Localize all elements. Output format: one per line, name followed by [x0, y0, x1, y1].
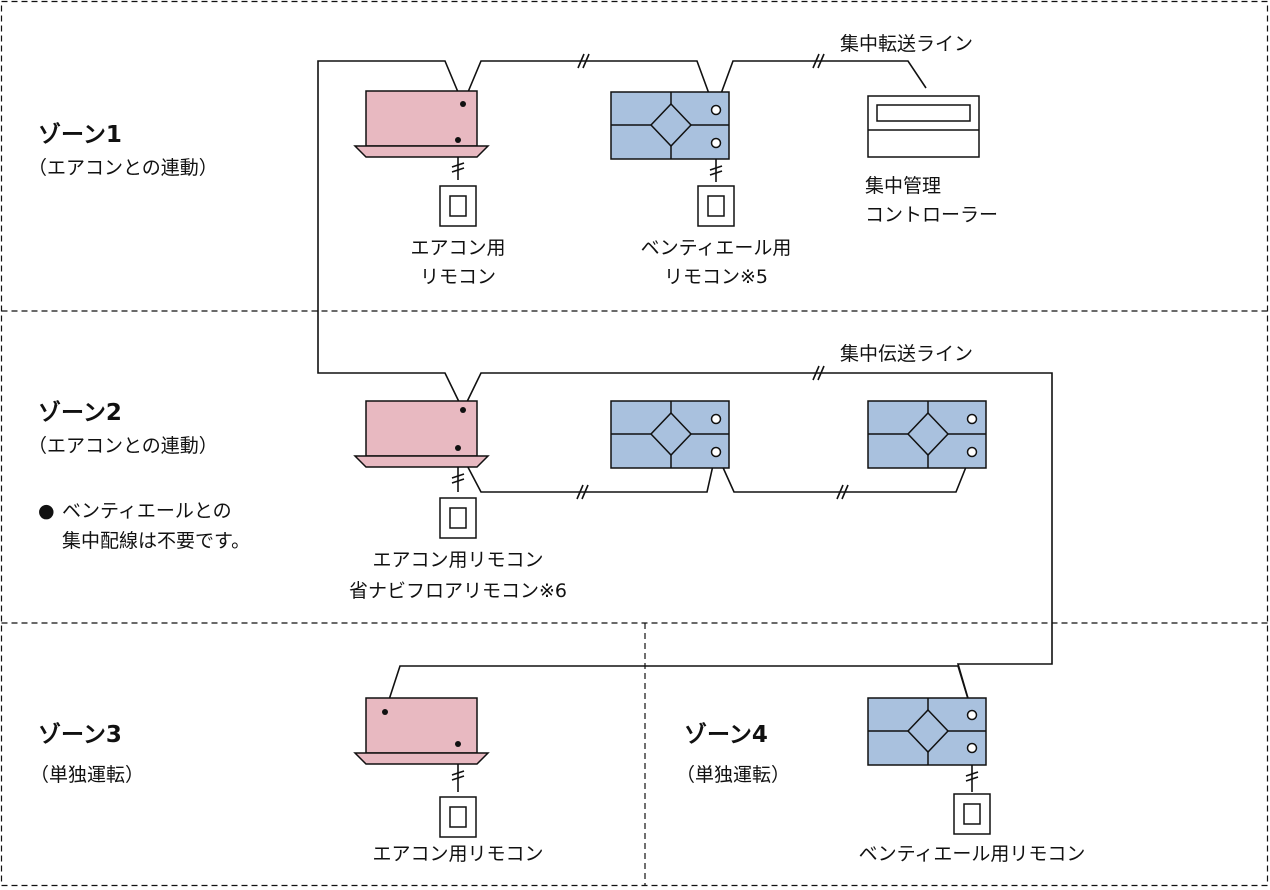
- aircon-unit-icon: [353, 697, 490, 765]
- z1-vent-remote-label-2: リモコン※5: [664, 266, 768, 288]
- zone-1-subtitle: （エアコンとの連動）: [28, 157, 218, 179]
- z1-aircon-terminal-a: [460, 101, 466, 107]
- zone-2-note-line-2: 集中配線は不要です。: [62, 530, 250, 552]
- remote-controller-icon: [439, 497, 477, 539]
- z1-vent-remote-label-1: ベンティエール用: [641, 237, 792, 259]
- ventilation-unit-icon: [610, 400, 730, 469]
- transfer-line-label: 集中転送ライン: [840, 33, 973, 55]
- zone-2-note-line-1: ベンティエールとの: [62, 500, 232, 522]
- remote-controller-icon: [953, 793, 991, 835]
- z3-remote-label: エアコン用リモコン: [372, 843, 543, 865]
- central-controller-label-1: 集中管理: [865, 175, 941, 197]
- z2-remote-label-1: エアコン用リモコン: [372, 549, 543, 571]
- z1-aircon-base: [353, 145, 490, 158]
- z2-remote-label-2: 省ナビフロアリモコン※6: [349, 580, 567, 602]
- remote-controller-icon: [697, 185, 735, 227]
- z1-aircon-terminal-b: [455, 137, 461, 143]
- z4-remote-label: ベンティエール用リモコン: [859, 843, 1086, 865]
- zone-3-title: ゾーン3: [38, 721, 122, 748]
- wire-z3-z4: [384, 665, 973, 713]
- z1-aircon-body: [365, 90, 478, 147]
- wire-break-icon: [451, 53, 979, 782]
- zone-1-title: ゾーン1: [38, 121, 122, 148]
- transmission-line-label: 集中伝送ライン: [840, 343, 973, 365]
- wire-z1-aircon-vent: [462, 60, 716, 111]
- central-controller-icon: [867, 95, 980, 158]
- wire-z1-z2-aircon: [317, 60, 464, 411]
- zone-4-subtitle: （単独運転）: [676, 764, 790, 786]
- aircon-unit-icon: [353, 400, 490, 468]
- ventilation-unit-icon: [867, 400, 987, 469]
- z1-aircon-remote-label-1: エアコン用: [410, 237, 505, 259]
- central-controller-label-2: コントローラー: [865, 204, 998, 226]
- zone-2-note-bullet: ●: [38, 500, 55, 522]
- zone-3-subtitle: （単独運転）: [30, 764, 144, 786]
- ventilation-unit-icon: [867, 697, 987, 766]
- zone-4-title: ゾーン4: [684, 721, 768, 748]
- z1-aircon-remote-label-2: リモコン: [420, 266, 496, 288]
- wire-z2-aircon-vent1: [459, 451, 717, 493]
- aircon-unit-icon: [353, 90, 490, 158]
- zone-2-subtitle: （エアコンとの連動）: [28, 435, 218, 457]
- ventilation-unit-icon: [610, 91, 730, 160]
- remote-controller-icon: [439, 796, 477, 838]
- remote-controller-icon: [439, 185, 477, 227]
- zone-2-title: ゾーン2: [38, 399, 122, 426]
